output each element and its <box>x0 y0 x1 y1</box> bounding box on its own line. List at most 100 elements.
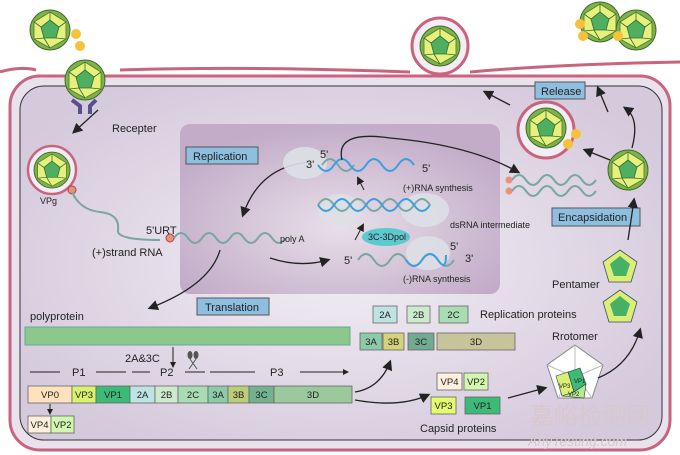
replication-proteins: 2A 2B 2C 3A 3B 3C 3D <box>359 305 516 351</box>
capsid-protein-label: VP1 <box>474 401 492 412</box>
polyprotein-bar <box>24 326 351 346</box>
pentamer-label: Pentamer <box>552 279 600 291</box>
end-5: 5' <box>422 163 430 175</box>
pol-label: 3C-3Dpol <box>368 232 406 242</box>
vpg-label: VPg <box>40 196 57 206</box>
virus-mature <box>607 149 649 191</box>
capsid-protein-vp1 <box>464 396 501 415</box>
replication-proteins-label: Replication proteins <box>480 309 577 321</box>
replication-protein-label: 2C <box>447 310 459 321</box>
dsrna-label: dsRNA intermediate <box>450 220 530 230</box>
positive-strand-rna <box>173 232 287 244</box>
end-5: 5' <box>450 241 458 253</box>
segment-label: VP3 <box>75 390 93 401</box>
segment-label: 3B <box>233 390 245 401</box>
end-5: 5' <box>320 149 328 161</box>
segment-label: 2B <box>161 390 173 401</box>
end-3: 3' <box>306 159 314 171</box>
segment-label: 3D <box>307 390 319 401</box>
vp0-product-vp2 <box>50 415 75 434</box>
capsid-protein-label: VP3 <box>435 401 453 412</box>
segment-label: VP1 <box>104 390 122 401</box>
arrow-to-replication-proteins <box>354 359 393 393</box>
replication-protein-2b <box>406 305 431 324</box>
segment-label: 2A <box>137 390 149 401</box>
release-label: Release <box>541 86 581 98</box>
segment-label: 3C <box>255 390 267 401</box>
segment-label: 2C <box>187 390 199 401</box>
arrow-translation <box>147 249 221 311</box>
region-p1: P1 <box>72 367 85 379</box>
arrow-to-encapsidation <box>340 135 521 174</box>
replication-box <box>185 146 259 165</box>
replication-protein-label: 2A <box>379 310 391 321</box>
replication-protein-3d <box>436 332 516 351</box>
rna-release <box>71 191 161 241</box>
arrow-to-capsid-proteins <box>354 393 431 404</box>
replication-protein-label: 3A <box>365 337 377 348</box>
strand-rna-label: (+)strand RNA <box>92 247 163 259</box>
replication-protein-3a <box>359 332 383 351</box>
capsid-protein-label: VP4 <box>441 377 459 388</box>
end-5: 5' <box>344 255 352 267</box>
scissors-icon <box>187 351 199 370</box>
capsid-protein-vp3 <box>430 396 457 415</box>
vp0-product-label: VP2 <box>54 420 72 431</box>
translation-label: Translation <box>205 302 259 314</box>
arrow-entry <box>72 109 99 134</box>
arrow-capsid-to-rotomer <box>507 385 548 399</box>
cell-membrane <box>0 60 680 74</box>
region-p2: P2 <box>160 367 173 379</box>
segment-label: VP0 <box>41 390 59 401</box>
arrow-release-3 <box>622 106 636 149</box>
virus-attached <box>64 59 106 101</box>
virus-vesicle <box>516 100 581 160</box>
replication-protein-3b <box>382 332 405 351</box>
encapsidation-label: Encapsidation <box>558 212 627 224</box>
capsid-proteins-label: Capsid proteins <box>420 423 497 435</box>
rotomer-vp1: VP1 <box>574 379 586 385</box>
capsid-protein-vp2 <box>463 372 489 391</box>
arrow-pentamer-to-virus <box>627 197 638 241</box>
endosome <box>26 144 78 196</box>
dsrna-strand <box>317 198 431 212</box>
virus-released <box>615 9 657 51</box>
rotomer-label: Rrotomer <box>552 331 598 343</box>
virus-particle <box>29 9 85 51</box>
arrow-to-negative <box>269 257 331 268</box>
arrow-mature <box>582 148 611 161</box>
receptor-icon <box>70 98 98 114</box>
rotomer-vp3: VP3 <box>559 384 571 390</box>
replication-protein-2c <box>438 305 469 324</box>
pentamer-icon <box>602 289 638 323</box>
arrow-release-2 <box>596 85 609 113</box>
cleavage-label: 2A&3C <box>125 353 160 365</box>
recepter-label: Recepter <box>112 123 157 135</box>
replication-protein-label: 3B <box>388 337 400 348</box>
segment-3d <box>273 385 353 404</box>
polyprotein-label: polyprotein <box>30 311 84 323</box>
pos-rna-label: (+)RNA synthesis <box>403 183 473 193</box>
poly-a-label: poly A <box>280 234 305 244</box>
rotomer-icon: VP1 VP3 VP2 <box>546 344 604 399</box>
replication-protein-3c <box>407 332 435 351</box>
replication-protein-label: 3C <box>415 337 427 348</box>
capsid-protein-vp4 <box>436 372 463 391</box>
replication-protein-label: 3D <box>470 337 482 348</box>
replication-protein-2a <box>372 305 398 324</box>
rotomer-vp2: VP2 <box>568 392 580 398</box>
replication-protein-label: 2B <box>413 310 425 321</box>
release-box <box>534 81 586 100</box>
encapsidation-box <box>551 207 641 227</box>
virus-budding <box>410 16 470 76</box>
pentamer-icon <box>602 249 638 283</box>
capsid-protein-label: VP2 <box>467 377 485 388</box>
vp0-product-label: VP4 <box>31 420 49 431</box>
replication-label: Replication <box>193 151 247 163</box>
watermark: 嘉峪检测网 <box>530 403 650 430</box>
vp0-products: VP4 VP2 <box>27 415 75 434</box>
segment-label: 3A <box>212 390 224 401</box>
dsrna-strand <box>317 198 431 212</box>
polymerase <box>362 228 410 246</box>
